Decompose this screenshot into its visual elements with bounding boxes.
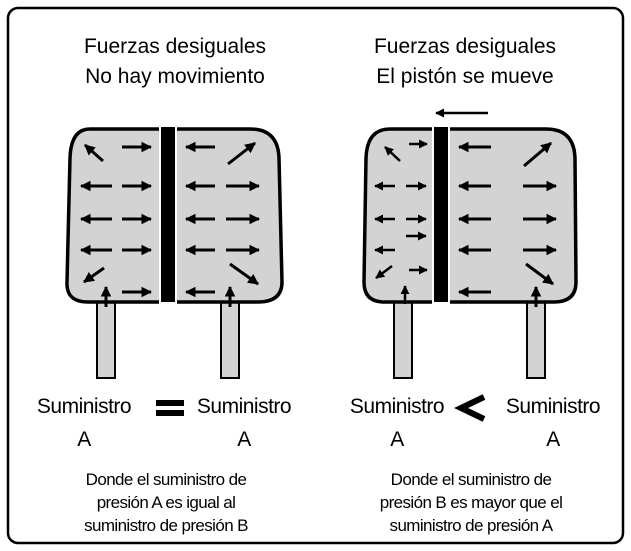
right-title-line2: El pistón se mueve: [376, 65, 553, 88]
left-caption-line2: presión A es igual al: [97, 493, 236, 512]
left-chamber-a-pressure-arrows: [79, 141, 153, 307]
right-supply-pipe-a: [393, 295, 413, 379]
left-supply-a-label: Suministro: [37, 395, 131, 418]
right-supply-b-letter: A: [546, 428, 560, 451]
less-than-icon: <: [454, 394, 486, 422]
left-supply-b-letter: A: [237, 428, 251, 451]
right-cylinder: [362, 127, 578, 304]
right-chamber-a-pressure-arrows: [374, 139, 428, 304]
left-title-line2: No hay movimiento: [85, 65, 265, 88]
right-supply-b-label: Suministro: [506, 395, 600, 418]
right-supply-pipe-b: [526, 295, 546, 379]
right-piston: [432, 125, 450, 304]
right-caption-line3: suministro de presión A: [390, 516, 554, 535]
left-supply-b-label: Suministro: [197, 395, 291, 418]
right-supply-a-label: Suministro: [350, 395, 444, 418]
left-piston: [159, 125, 177, 304]
left-supply-pipe-a: [96, 295, 116, 379]
left-title-line1: Fuerzas desiguales: [84, 35, 266, 58]
right-panel: Fuerzas desiguales El pistón se mueve: [350, 35, 601, 535]
right-caption-line1: Donde el suministro de: [391, 470, 552, 489]
left-panel: Fuerzas desiguales No hay movimiento: [37, 35, 292, 535]
left-chamber-b-pressure-arrows: [184, 141, 261, 307]
left-supply-a-letter: A: [77, 428, 91, 451]
right-title-line1: Fuerzas desiguales: [374, 35, 556, 58]
left-supply-pipe-b: [220, 295, 240, 379]
equals-icon: =: [156, 400, 184, 416]
right-caption-line2: presión B es mayor que el: [380, 493, 563, 512]
left-caption-line1: Donde el suministro de: [86, 470, 247, 489]
right-chamber-b-pressure-arrows: [457, 141, 558, 307]
left-caption-line3: suministro de presión B: [84, 516, 248, 535]
right-supply-a-letter: A: [390, 428, 404, 451]
